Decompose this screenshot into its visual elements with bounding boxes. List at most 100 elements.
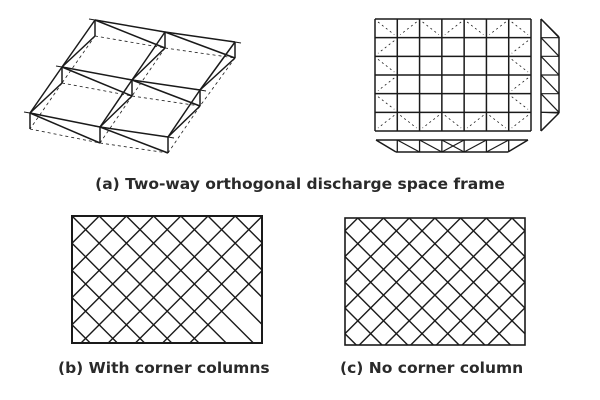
diagonal-member bbox=[538, 218, 600, 365]
diagonal-member bbox=[72, 216, 200, 343]
dashed-diagonal bbox=[489, 115, 506, 129]
member-line bbox=[486, 139, 509, 153]
diagonal-member bbox=[72, 216, 127, 272]
dashed-diagonal bbox=[444, 115, 462, 129]
dashed-chord bbox=[99, 142, 169, 154]
dashed-diagonal bbox=[377, 77, 395, 91]
dashed-diagonal bbox=[377, 115, 395, 129]
diagonal-member bbox=[345, 307, 383, 345]
member-line bbox=[463, 139, 487, 153]
dashed-diagonal bbox=[444, 21, 462, 35]
member-line bbox=[164, 31, 236, 59]
diagonal-member bbox=[485, 218, 525, 258]
diagonal-member bbox=[188, 269, 262, 343]
member-line bbox=[375, 139, 397, 153]
caption-a: (a) Two-way orthogonal discharge space f… bbox=[95, 175, 505, 193]
member-line bbox=[419, 139, 443, 153]
caption-b: (b) With corner columns bbox=[58, 359, 270, 377]
member-line bbox=[61, 66, 133, 81]
member-line bbox=[441, 139, 465, 153]
member-line bbox=[94, 19, 166, 33]
side-elevation-truss bbox=[540, 18, 560, 132]
diagonal-member bbox=[345, 218, 384, 258]
dashed-diagonal bbox=[511, 77, 529, 91]
member-line bbox=[507, 139, 529, 153]
diagonal-member bbox=[357, 218, 486, 345]
diagonal-member bbox=[72, 242, 173, 343]
dashed-diagonal bbox=[422, 21, 440, 35]
member-line bbox=[199, 41, 236, 91]
diagonal-member bbox=[72, 216, 100, 245]
diagonal-member bbox=[345, 218, 410, 284]
member-line bbox=[161, 135, 175, 139]
member-line bbox=[397, 139, 420, 153]
member-line bbox=[540, 111, 560, 114]
diagonal-member bbox=[563, 218, 600, 365]
member-line bbox=[29, 112, 101, 128]
diagonal-member bbox=[134, 216, 262, 343]
diagonal-member bbox=[72, 216, 155, 299]
member-line bbox=[540, 112, 560, 132]
diagonal-member bbox=[80, 216, 209, 343]
diagonal-member bbox=[384, 218, 513, 345]
dashed-diagonal bbox=[400, 21, 417, 35]
diagonal-member bbox=[408, 218, 525, 335]
diagonal-member bbox=[434, 218, 525, 310]
diagonal-member bbox=[98, 216, 228, 343]
diagonal-member bbox=[461, 281, 525, 345]
member-line bbox=[61, 35, 96, 68]
diagonal-member bbox=[345, 218, 462, 335]
member-line bbox=[167, 105, 201, 138]
dashed-chord bbox=[61, 82, 133, 97]
member-line bbox=[61, 66, 133, 97]
diagonal-member bbox=[125, 216, 255, 343]
dashed-diagonal bbox=[377, 96, 395, 110]
diagonal-grid-with-corner-columns bbox=[0, 216, 464, 363]
member-line bbox=[199, 57, 236, 91]
diagonal-member bbox=[234, 216, 262, 244]
member-line bbox=[131, 47, 166, 81]
member-line bbox=[167, 89, 201, 138]
dashed-diagonal bbox=[377, 40, 395, 54]
member-line bbox=[540, 55, 560, 76]
diagonal-member bbox=[345, 218, 436, 309]
diagonal-member bbox=[345, 229, 461, 345]
dashed-diagonal bbox=[511, 21, 529, 35]
member-line bbox=[131, 79, 201, 91]
member-line bbox=[99, 95, 133, 128]
diagonal-member bbox=[435, 255, 525, 345]
diagonal-member bbox=[161, 242, 262, 343]
dashed-diagonal bbox=[377, 21, 395, 35]
dashed-chord bbox=[199, 57, 236, 107]
diagonal-member bbox=[72, 269, 146, 343]
grid-b-border bbox=[71, 215, 263, 344]
diagonal-member bbox=[261, 216, 262, 217]
diagonal-member bbox=[0, 216, 29, 363]
dashed-diagonal bbox=[511, 115, 529, 129]
diagonal-member bbox=[460, 218, 525, 284]
diagonal-member bbox=[107, 216, 236, 343]
dashed-diagonal bbox=[466, 21, 484, 35]
member-line bbox=[94, 19, 166, 49]
member-line bbox=[540, 37, 560, 57]
dashed-diagonal bbox=[511, 59, 529, 73]
bottom-elevation-truss bbox=[375, 139, 529, 153]
diagonal-member bbox=[0, 216, 56, 363]
member-line bbox=[540, 93, 560, 113]
diagonal-member bbox=[345, 281, 409, 345]
member-line bbox=[540, 18, 560, 39]
diagonal-member bbox=[153, 216, 262, 326]
diagonal-member bbox=[317, 216, 464, 363]
dashed-chord bbox=[131, 47, 166, 97]
dashed-diagonal bbox=[511, 40, 529, 54]
member-line bbox=[540, 74, 560, 95]
diagonal-member bbox=[345, 255, 435, 345]
member-line bbox=[29, 66, 63, 114]
diagonal-member bbox=[180, 216, 262, 299]
dashed-diagonal bbox=[511, 96, 529, 110]
diagonal-member bbox=[409, 229, 525, 345]
isometric-space-frame bbox=[23, 18, 242, 154]
diagonal-member bbox=[72, 216, 73, 217]
diagonal-member bbox=[486, 306, 525, 345]
diagonal-member bbox=[358, 218, 487, 345]
